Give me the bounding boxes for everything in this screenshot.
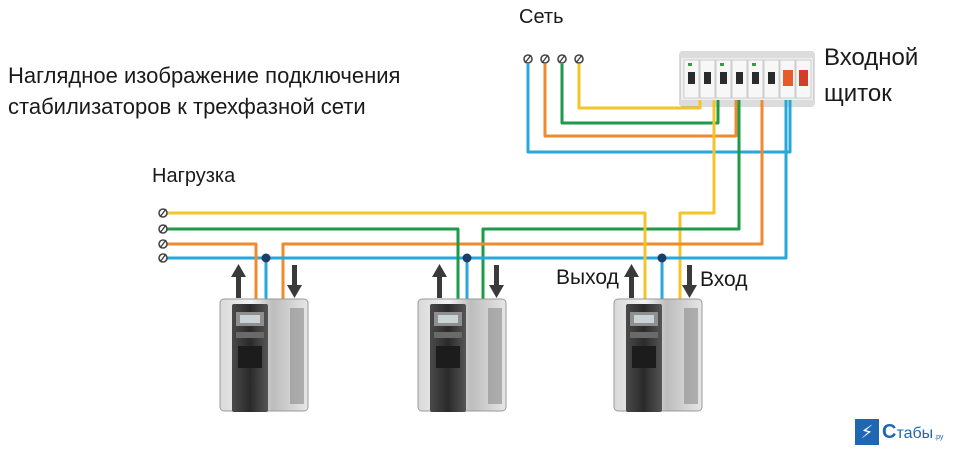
arrow-down-icon [682, 265, 697, 298]
load-terminals [158, 208, 168, 263]
supply-wires [526, 64, 792, 154]
supply-wire-green [560, 64, 720, 125]
terminal-icon [158, 208, 168, 218]
lightning-icon: ⚡ [855, 419, 879, 445]
input-panel [679, 51, 815, 107]
output-label: Выход [556, 266, 619, 289]
input-panel-label-line-2: щиток [824, 80, 892, 107]
input-label: Вход [700, 268, 748, 291]
input-panel-label: Входной щиток [824, 40, 918, 112]
terminal-icon [540, 54, 550, 64]
panel-output-yellow [678, 100, 716, 299]
network-terminals [523, 54, 584, 64]
arrow-down-icon [489, 265, 504, 298]
panel-output-orange [281, 100, 764, 299]
terminal-icon [523, 54, 533, 64]
load-label: Нагрузка [152, 165, 236, 187]
load-wire-green [167, 227, 460, 299]
supply-wire-blue [526, 64, 792, 154]
panel-output-blue [160, 100, 788, 260]
title-line-1: Наглядное изображение подключения [8, 63, 401, 88]
logo-letter: С [882, 420, 897, 443]
terminal-icon [557, 54, 567, 64]
logo-text: Стабы [882, 421, 933, 444]
arrow-up-icon [231, 264, 246, 298]
arrow-down-icon [287, 265, 302, 298]
supply-wire-orange [543, 64, 738, 138]
terminal-icon [158, 224, 168, 234]
site-logo[interactable]: ⚡ Стабы .ру [855, 418, 943, 446]
load-wire-yellow [167, 211, 647, 299]
terminal-icon [158, 239, 168, 249]
arrow-up-icon [624, 264, 639, 298]
terminal-icon [574, 54, 584, 64]
logo-word: табы [896, 424, 934, 442]
stabilizer-unit [219, 298, 309, 412]
diagram-title: Наглядное изображение подключения стабил… [8, 60, 400, 122]
direction-arrows [231, 264, 697, 298]
arrow-up-icon [432, 264, 447, 298]
net-label: Сеть [519, 6, 564, 28]
supply-wire-yellow [577, 64, 702, 110]
panel-output-wires [160, 100, 788, 299]
terminal-icon [158, 253, 168, 263]
neutral-junctions [261, 253, 667, 263]
stabilizer-unit [613, 298, 703, 412]
panel-output-green [481, 100, 741, 299]
load-wires [167, 211, 664, 299]
load-wire-orange [167, 242, 258, 299]
stabilizer-unit [417, 298, 507, 412]
logo-suffix: .ру [934, 433, 944, 441]
input-panel-label-line-1: Входной [824, 44, 919, 71]
title-line-2: стабилизаторов к трехфазной сети [8, 94, 366, 119]
